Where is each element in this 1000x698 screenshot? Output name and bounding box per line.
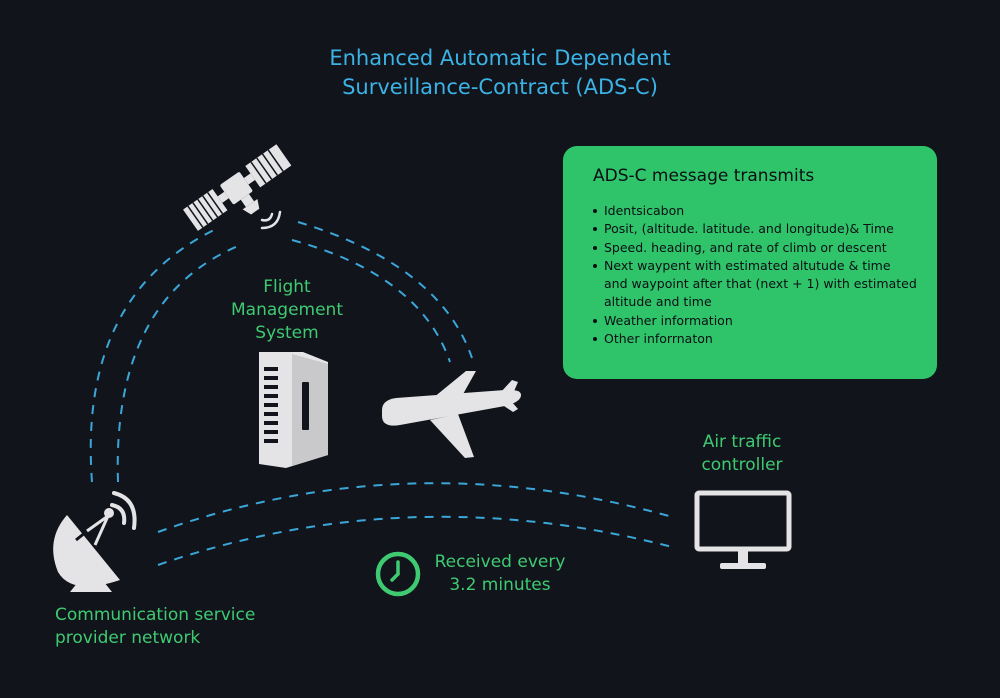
csp-label-line: provider network [55, 628, 201, 648]
info-list-item: Speed. heading, and rate of climb or des… [593, 239, 917, 257]
satellite-signal-icon [260, 210, 282, 230]
atc-label: Air traffic controller [672, 431, 812, 477]
clock-icon [375, 551, 421, 597]
atc-label-line: controller [701, 455, 783, 475]
link-dish-satellite-outer [89, 227, 219, 483]
title-line-1: Enhanced Automatic Dependent [329, 46, 671, 70]
info-list-item: Weather information [593, 312, 917, 330]
timer-label-line: 3.2 minutes [449, 575, 551, 595]
satellite-icon [183, 144, 292, 231]
info-box-title: ADS-C message transmits [593, 166, 815, 186]
csp-label: Communication service provider network [55, 604, 255, 650]
link-satellite-aircraft-outer [297, 221, 473, 359]
info-list: Identsicabon Posit, (altitude. latitude.… [593, 202, 917, 348]
atc-label-line: Air traffic [702, 432, 782, 452]
link-dish-satellite-inner [116, 245, 239, 483]
satellite-dish-icon [53, 491, 137, 592]
csp-label-line: Communication service [55, 605, 256, 625]
monitor-icon [694, 490, 792, 569]
title-line-2: Surveillance-Contract (ADS-C) [342, 75, 658, 99]
diagram-title: Enhanced Automatic Dependent Surveillanc… [0, 44, 1000, 102]
info-list-item: Identsicabon [593, 202, 917, 220]
link-dish-atc-upper [157, 482, 677, 533]
server-icon [259, 352, 328, 468]
info-list-item: Posit, (altitude. latitude. and longitud… [593, 220, 917, 238]
info-list-item: Other inforrnaton [593, 330, 917, 348]
timer-label: Received every 3.2 minutes [430, 551, 570, 597]
fms-label-line: Flight [263, 277, 311, 297]
ads-c-message-box: ADS-C message transmits Identsicabon Pos… [563, 146, 937, 379]
fms-label-line: System [255, 323, 319, 343]
timer-label-line: Received every [434, 552, 566, 572]
fms-label: Flight Management System [212, 276, 362, 345]
fms-label-line: Management [231, 300, 343, 320]
link-dish-atc-lower [157, 515, 677, 566]
airplane-icon [382, 371, 521, 458]
info-list-item: Next waypent with estimated altutude & t… [593, 257, 917, 312]
